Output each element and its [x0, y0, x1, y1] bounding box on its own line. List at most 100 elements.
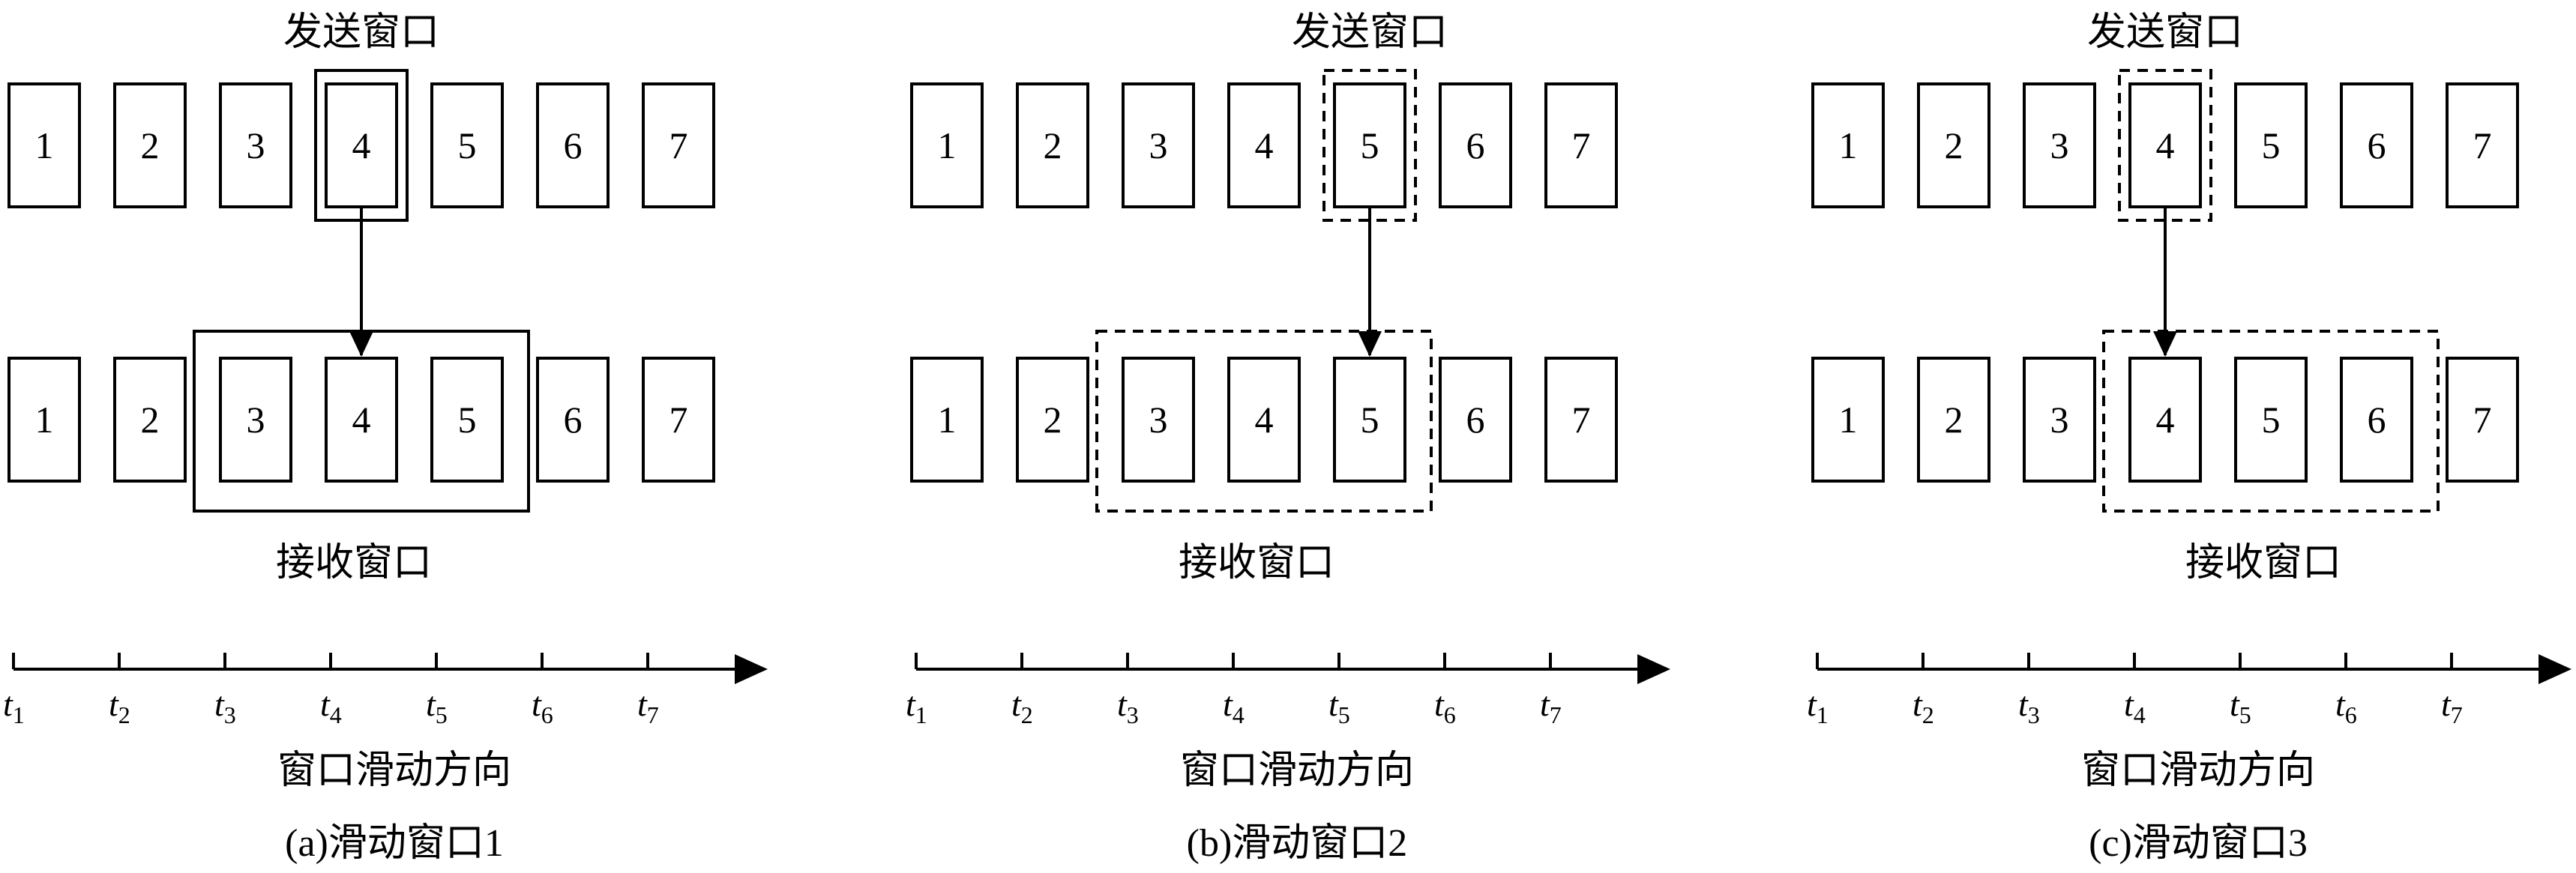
time-prefix: t: [1117, 685, 1128, 723]
time-tick-label: t3: [2018, 685, 2040, 728]
time-prefix: t: [2230, 685, 2240, 723]
send-frame-box: [1016, 82, 1089, 208]
time-prefix: t: [109, 685, 119, 723]
time-prefix: t: [906, 685, 916, 723]
recv-frame-box: [1333, 357, 1406, 483]
time-prefix: t: [1011, 685, 1022, 723]
send-frame-number: 3: [1149, 124, 1168, 166]
time-subscript: 1: [915, 701, 927, 728]
send-window: [1322, 69, 1417, 222]
axis-direction-label: 窗口滑动方向: [277, 748, 511, 793]
recv-frame-number: 5: [2262, 399, 2281, 441]
recv-frame-number: 3: [1149, 399, 1168, 441]
recv-frame-box: [536, 357, 610, 483]
time-prefix: t: [426, 685, 436, 723]
time-tick-label: t2: [1913, 685, 1934, 728]
recv-frame-number: 2: [141, 399, 160, 441]
recv-frame-number: 5: [1361, 399, 1379, 441]
time-tick-label: t4: [320, 685, 342, 728]
recv-frame-number: 1: [35, 399, 54, 441]
recv-frame-number: 7: [1572, 399, 1591, 441]
time-subscript: 1: [1817, 701, 1829, 728]
time-subscript: 2: [118, 701, 130, 728]
send-frame-box: [1122, 82, 1195, 208]
recv-frame-number: 6: [1466, 399, 1485, 441]
time-tick-label: t7: [2441, 685, 2463, 728]
time-axis-arrowhead: [735, 654, 768, 684]
recv-frame-number: 5: [458, 399, 477, 441]
recv-frame-box: [7, 357, 81, 483]
panel-caption: (b)滑动窗口2: [1187, 822, 1408, 865]
time-subscript: 3: [224, 701, 236, 728]
time-prefix: t: [3, 685, 13, 723]
send-frame-number: 3: [2050, 124, 2069, 166]
recv-frame-number: 6: [2368, 399, 2386, 441]
time-tick-label: t5: [2230, 685, 2251, 728]
time-tick-label: t4: [1223, 685, 1245, 728]
recv-window-label: 接收窗口: [2185, 540, 2341, 585]
time-tick-label: t2: [109, 685, 130, 728]
time-subscript: 7: [647, 701, 659, 728]
send-frame-box: [1227, 82, 1301, 208]
time-prefix: t: [532, 685, 542, 723]
recv-frame-box: [1917, 357, 1990, 483]
send-frame-number: 1: [938, 124, 957, 166]
time-prefix: t: [214, 685, 225, 723]
recv-frame-number: 4: [2156, 399, 2175, 441]
send-window: [2118, 69, 2212, 222]
time-prefix: t: [2441, 685, 2452, 723]
transmit-arrowhead: [2153, 331, 2177, 357]
send-frame-box: [2446, 82, 2519, 208]
time-subscript: 4: [330, 701, 342, 728]
send-frame-box: [7, 82, 81, 208]
time-subscript: 4: [2134, 701, 2146, 728]
time-tick-label: t1: [906, 685, 927, 728]
time-tick-label: t4: [2124, 685, 2146, 728]
send-window-label: 发送窗口: [1292, 10, 1448, 55]
recv-frame-number: 3: [247, 399, 265, 441]
send-frame-box: [2340, 82, 2413, 208]
time-prefix: t: [637, 685, 648, 723]
recv-frame-number: 4: [1255, 399, 1274, 441]
panel-caption: (a)滑动窗口1: [285, 822, 504, 865]
send-frame-number: 6: [1466, 124, 1485, 166]
send-frame-box: [642, 82, 715, 208]
time-prefix: t: [2335, 685, 2346, 723]
time-tick-label: t3: [214, 685, 236, 728]
axis-direction-label: 窗口滑动方向: [2081, 748, 2315, 793]
recv-frame-box: [1016, 357, 1089, 483]
recv-frame-box: [1439, 357, 1512, 483]
time-prefix: t: [1223, 685, 1233, 723]
recv-frame-box: [642, 357, 715, 483]
send-frame-box: [1811, 82, 1885, 208]
recv-frame-number: 3: [2050, 399, 2069, 441]
send-frame-number: 2: [141, 124, 160, 166]
time-prefix: t: [2124, 685, 2134, 723]
axis-direction-label: 窗口滑动方向: [1180, 748, 1414, 793]
send-frame-number: 5: [1361, 124, 1379, 166]
time-subscript: 2: [1021, 701, 1033, 728]
recv-window-label: 接收窗口: [276, 540, 432, 585]
time-subscript: 5: [436, 701, 448, 728]
recv-frame-box: [1122, 357, 1195, 483]
send-frame-box: [536, 82, 610, 208]
send-frame-number: 7: [1572, 124, 1591, 166]
time-axis-arrowhead: [1637, 654, 1670, 684]
time-tick-label: t5: [426, 685, 448, 728]
time-tick-label: t1: [1807, 685, 1829, 728]
send-frame-box: [1544, 82, 1618, 208]
time-subscript: 3: [2028, 701, 2040, 728]
time-subscript: 7: [1550, 701, 1562, 728]
time-tick-label: t7: [637, 685, 659, 728]
recv-frame-number: 7: [2473, 399, 2492, 441]
recv-frame-number: 6: [564, 399, 583, 441]
recv-frame-number: 1: [938, 399, 957, 441]
send-frame-number: 6: [564, 124, 583, 166]
send-frame-number: 7: [669, 124, 688, 166]
recv-frame-box: [2023, 357, 2096, 483]
